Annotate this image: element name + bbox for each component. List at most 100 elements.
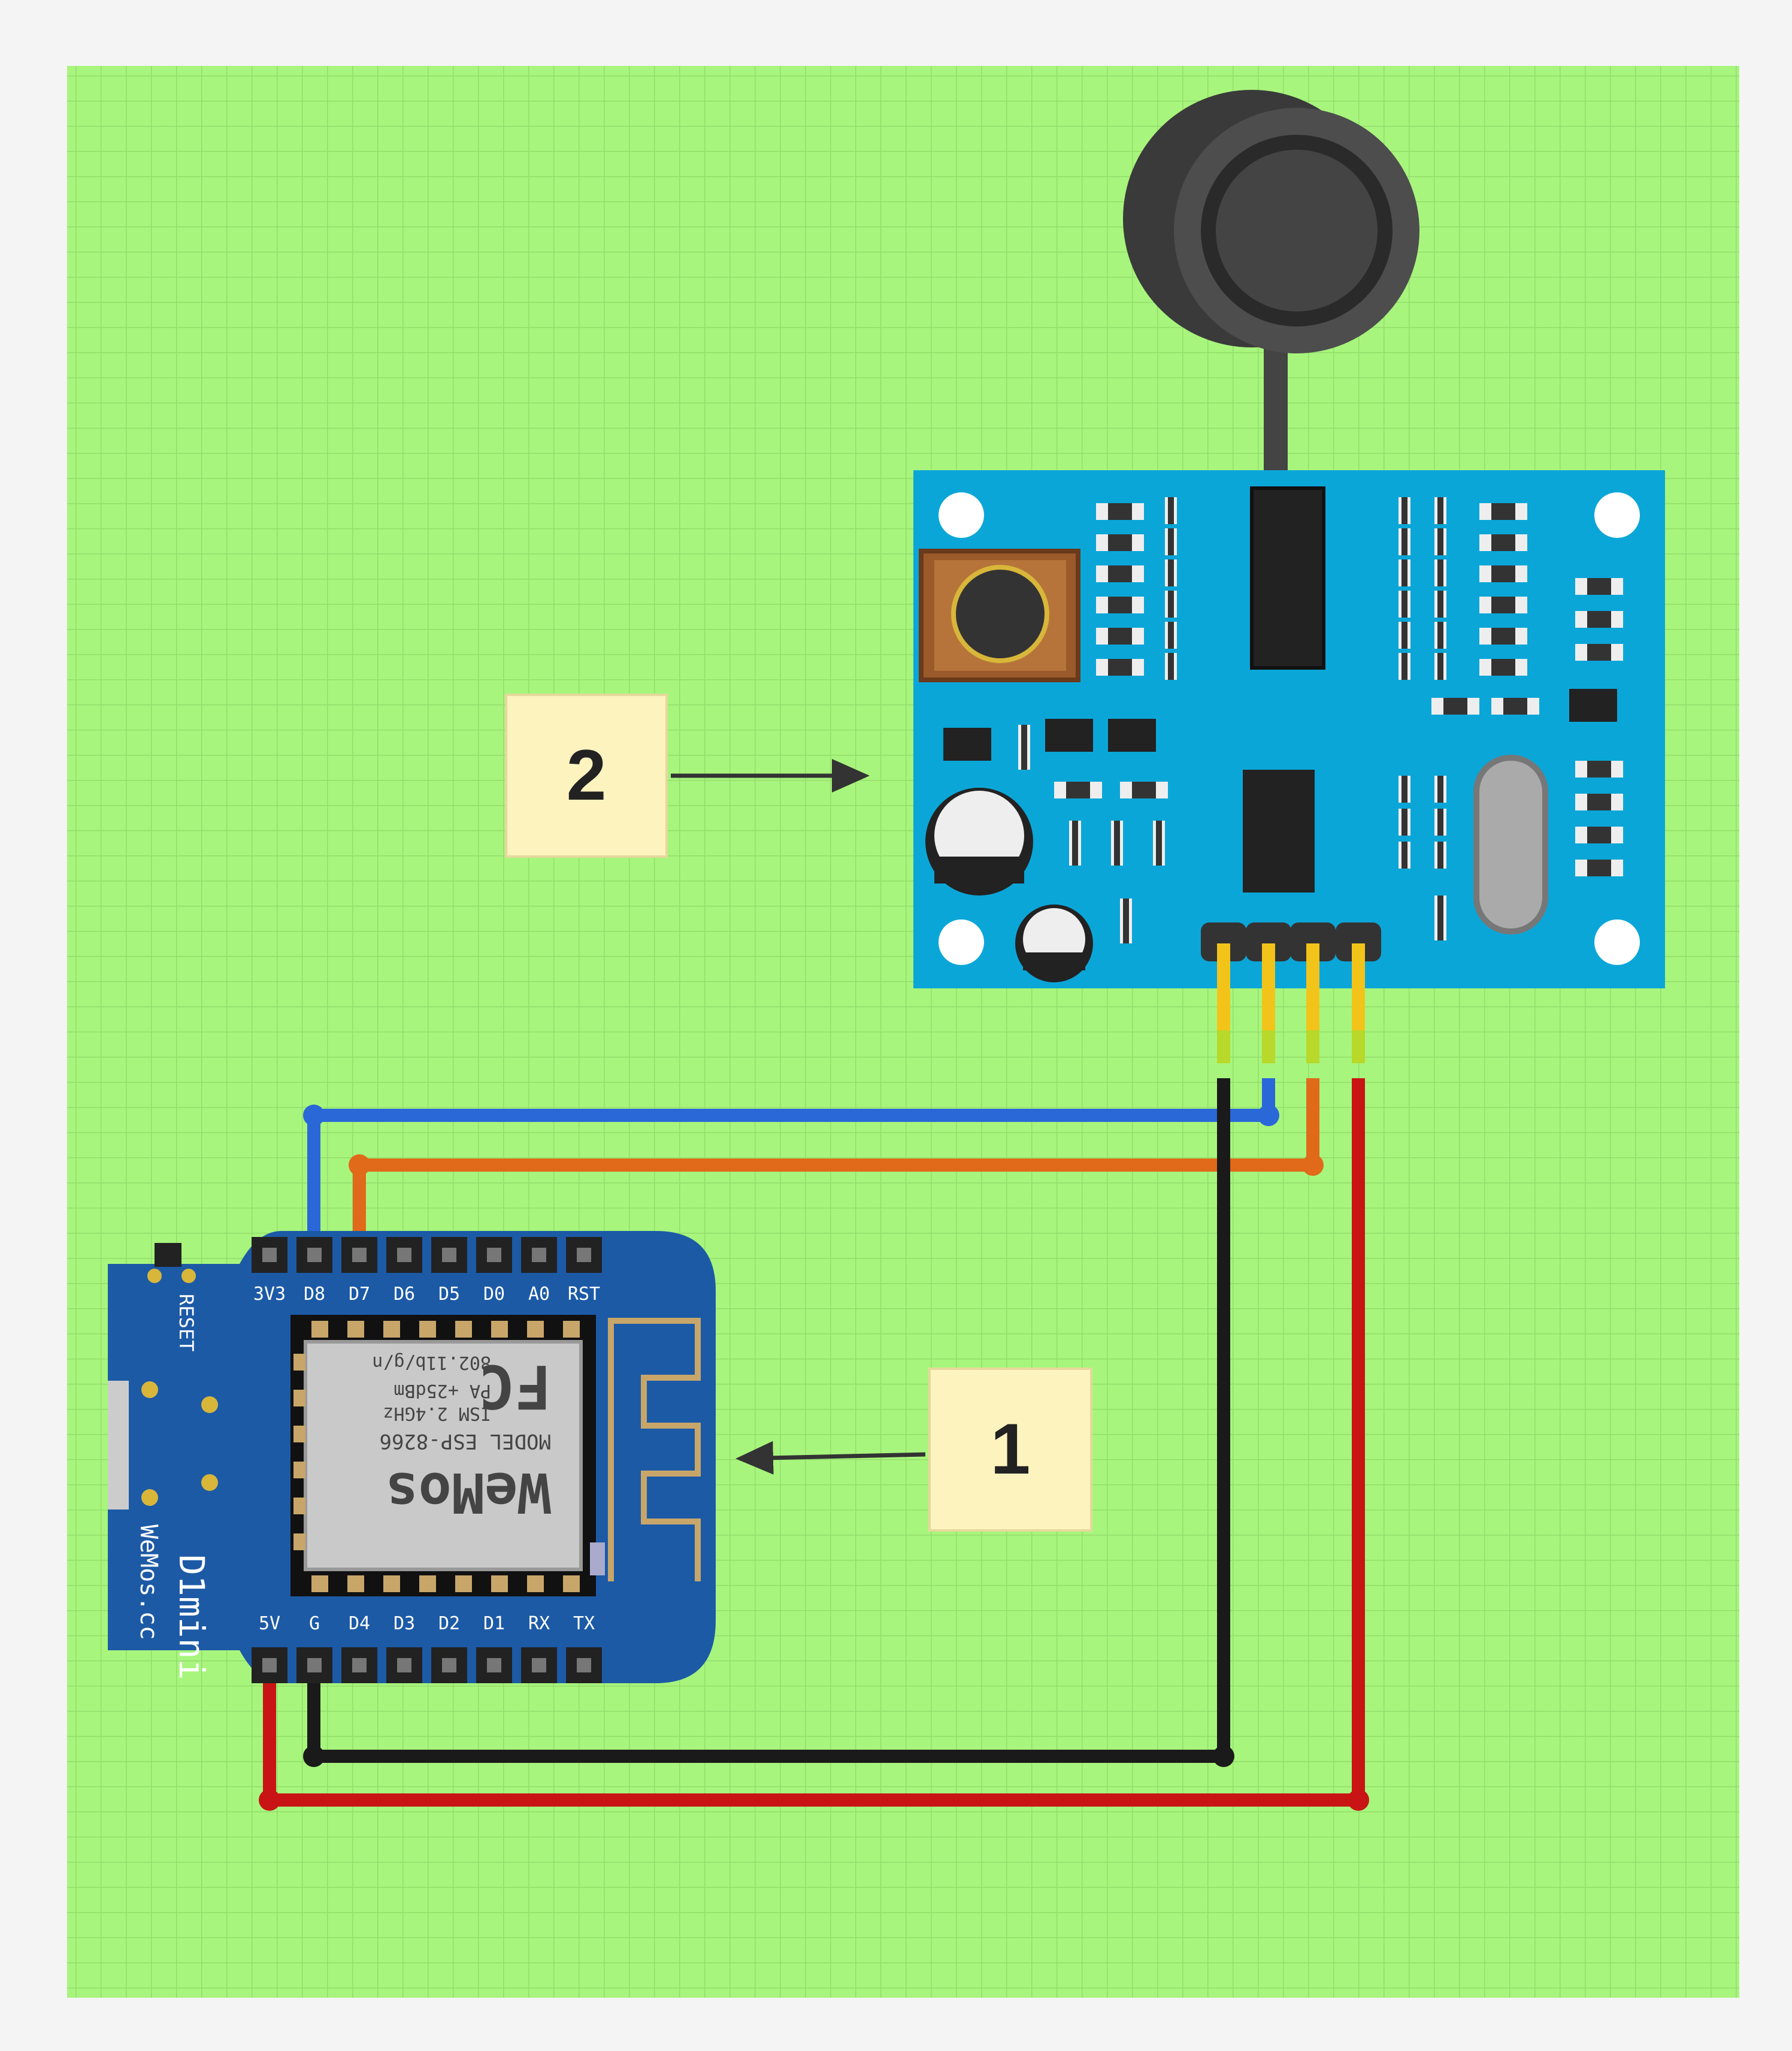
top-header-pin-contact (352, 1248, 367, 1262)
smd-body (1021, 725, 1027, 770)
smd-body (1587, 794, 1611, 810)
smd-body (1401, 559, 1407, 586)
wire-joint (259, 1789, 280, 1811)
soic-chip (1243, 770, 1315, 893)
esp-pad (347, 1575, 364, 1592)
smd-body (1401, 622, 1407, 649)
wire-joint (1213, 1746, 1234, 1767)
esp-pad (563, 1575, 580, 1592)
bottom-header-pin-label: D3 (393, 1613, 415, 1634)
sensor-pin-housing (1246, 922, 1291, 961)
crystal-oscillator (1473, 755, 1548, 934)
sensor-pin-leg (1262, 943, 1275, 1030)
smd-body (1587, 644, 1611, 661)
esp-shield (304, 1340, 583, 1571)
top-header-pin-label: D5 (438, 1284, 460, 1305)
wire-blue (307, 1078, 1275, 1255)
bottom-header-pin-label: D1 (483, 1613, 505, 1634)
smd-body (1437, 842, 1443, 869)
smd-body (1132, 782, 1156, 798)
sensor-header-pins (1201, 922, 1381, 1063)
wire-red (263, 1078, 1365, 1807)
smd-body (1401, 842, 1407, 869)
bottom-header-pin-label: RX (528, 1613, 550, 1634)
callout-note (928, 1368, 1092, 1532)
smd-body (1401, 528, 1407, 555)
bottom-header-pin-label: 5V (259, 1613, 280, 1634)
sensor-pin-tip (1262, 1030, 1275, 1063)
bottom-header-pin-contact (352, 1658, 367, 1672)
smd-body (1437, 653, 1443, 680)
smd-body (1437, 622, 1443, 649)
mount-hole (1594, 919, 1640, 965)
smd-body (1168, 653, 1174, 680)
mount-hole (1594, 492, 1640, 538)
smd-body (1587, 827, 1611, 843)
esp-pads (293, 1321, 580, 1592)
smd-body (1401, 591, 1407, 618)
esp-pad (455, 1575, 472, 1592)
antenna-trace (608, 1318, 701, 1581)
esp-pad (311, 1321, 328, 1338)
smd-transistor (1045, 719, 1093, 752)
transducer-probe (1123, 90, 1419, 353)
top-header-pin-contact (442, 1248, 456, 1262)
smd-transistor (1569, 689, 1617, 722)
smd-body (1437, 809, 1443, 836)
smd-body (1108, 659, 1132, 676)
top-header-pin-label: D8 (304, 1284, 325, 1305)
smd-transistor (1108, 719, 1156, 752)
bottom-header-pin-contact (577, 1658, 591, 1672)
smd-body (1587, 611, 1611, 628)
top-header-pin-label: 3V3 (253, 1284, 286, 1305)
smd-body (1587, 761, 1611, 778)
top-header-pin-label: D7 (349, 1284, 370, 1305)
smd-body (1114, 821, 1120, 866)
module-markings: WeMos MODEL ESP-8266 ISM 2.4GHz PA +25dB… (372, 1351, 551, 1524)
esp-pad (293, 1390, 305, 1406)
sensor-pin-tip (1306, 1030, 1319, 1063)
smd-led (590, 1542, 605, 1575)
module-pa: PA +25dBm (393, 1380, 491, 1401)
wire-joint (1348, 1789, 1369, 1811)
bottom-header-pin-contact (262, 1658, 277, 1672)
smd-body (1108, 503, 1132, 520)
smd-components (943, 497, 1623, 943)
smd-body (1437, 528, 1443, 555)
module-model: MODEL ESP-8266 (379, 1429, 551, 1453)
mount-hole (939, 919, 984, 965)
reset-button (155, 1243, 181, 1267)
smd-body (1108, 628, 1132, 645)
esp-pad (527, 1321, 544, 1338)
top-header-pin-label: A0 (528, 1284, 550, 1305)
esp-pad (419, 1321, 436, 1338)
smd-body (1168, 591, 1174, 618)
top-header-pin-contact (532, 1248, 546, 1262)
electrolytic-capacitor-large (925, 788, 1033, 896)
smd-body (1401, 809, 1407, 836)
smd-body (1108, 597, 1132, 613)
esp-pad (293, 1426, 305, 1442)
wire-joint (1258, 1105, 1279, 1126)
callout-2: 2 (505, 694, 870, 858)
smd-transistor (943, 728, 991, 761)
smd-body (1168, 497, 1174, 524)
maker-label: WeMos.cc (135, 1524, 162, 1640)
board-pads (141, 1269, 218, 1506)
callout-1: 1 (735, 1368, 1092, 1532)
sensor-pin-leg (1306, 943, 1319, 1030)
sensor-pin-housing (1201, 922, 1246, 961)
wire-joint (1302, 1154, 1324, 1176)
sensor-pin-housing (1336, 922, 1381, 961)
bottom-header-pin-contact (442, 1658, 456, 1672)
smd-body (1437, 497, 1443, 524)
esp-pad (383, 1575, 400, 1592)
esp-pad (293, 1498, 305, 1514)
electrolytic-capacitor-small (1015, 905, 1093, 982)
smd-body (1587, 578, 1611, 595)
wire-black (307, 1078, 1230, 1763)
wire-joint (303, 1105, 325, 1126)
smd-body (1401, 653, 1407, 680)
sensor-pin-tip (1352, 1030, 1365, 1063)
